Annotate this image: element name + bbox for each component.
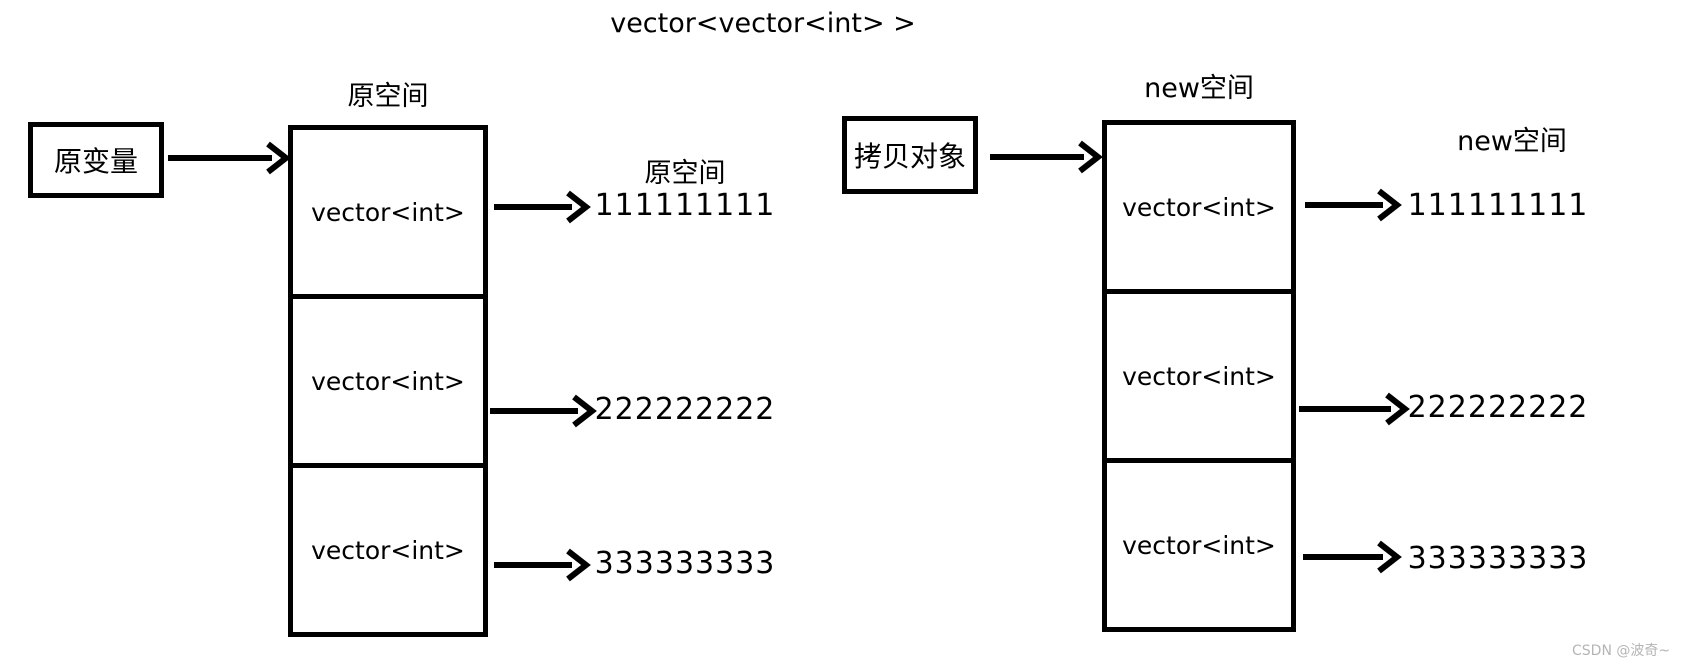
vector-cell: vector<int> bbox=[293, 130, 483, 299]
new-space-stack: vector<int> vector<int> vector<int> bbox=[1102, 120, 1296, 632]
heap-value: 222222222 bbox=[594, 392, 776, 427]
arrow-to-value-icon bbox=[1299, 392, 1410, 426]
vector-cell: vector<int> bbox=[293, 299, 483, 468]
heap-value: 333333333 bbox=[594, 546, 776, 581]
original-space-target-label: 原空间 bbox=[644, 158, 726, 189]
heap-value: 111111111 bbox=[594, 188, 776, 223]
vector-cell-label: vector<int> bbox=[311, 535, 465, 565]
heap-value: 222222222 bbox=[1407, 390, 1589, 425]
vector-cell-label: vector<int> bbox=[311, 366, 465, 396]
arrow-to-value-icon bbox=[494, 190, 591, 224]
vector-cell-label: vector<int> bbox=[1122, 192, 1276, 222]
original-variable-label: 原变量 bbox=[53, 145, 138, 178]
arrow-original-variable-to-stack-icon bbox=[168, 141, 291, 175]
heap-value: 111111111 bbox=[1407, 188, 1589, 223]
arrow-to-value-icon bbox=[490, 394, 597, 428]
arrow-to-value-icon bbox=[1303, 540, 1402, 574]
original-space-stack-label: 原空间 bbox=[347, 81, 429, 112]
vector-cell-label: vector<int> bbox=[1122, 530, 1276, 560]
vector-cell-label: vector<int> bbox=[311, 197, 465, 227]
original-variable-box: 原变量 bbox=[28, 122, 164, 198]
arrow-to-value-icon bbox=[494, 548, 591, 582]
diagram-title: vector<vector<int> > bbox=[610, 8, 916, 39]
vector-cell: vector<int> bbox=[293, 468, 483, 632]
copy-object-label: 拷贝对象 bbox=[853, 140, 966, 173]
new-space-stack-label: new空间 bbox=[1144, 73, 1254, 104]
heap-value: 333333333 bbox=[1407, 541, 1589, 576]
csdn-watermark: CSDN @波奇~ bbox=[1572, 643, 1671, 659]
vector-cell: vector<int> bbox=[1107, 294, 1291, 463]
copy-object-box: 拷贝对象 bbox=[842, 116, 978, 194]
vector-cell: vector<int> bbox=[1107, 125, 1291, 294]
original-space-stack: vector<int> vector<int> vector<int> bbox=[288, 125, 488, 637]
vector-cell: vector<int> bbox=[1107, 463, 1291, 627]
arrow-to-value-icon bbox=[1305, 188, 1402, 222]
new-space-target-label: new空间 bbox=[1457, 126, 1567, 157]
vector-cell-label: vector<int> bbox=[1122, 361, 1276, 391]
arrow-copy-object-to-stack-icon bbox=[990, 140, 1103, 174]
